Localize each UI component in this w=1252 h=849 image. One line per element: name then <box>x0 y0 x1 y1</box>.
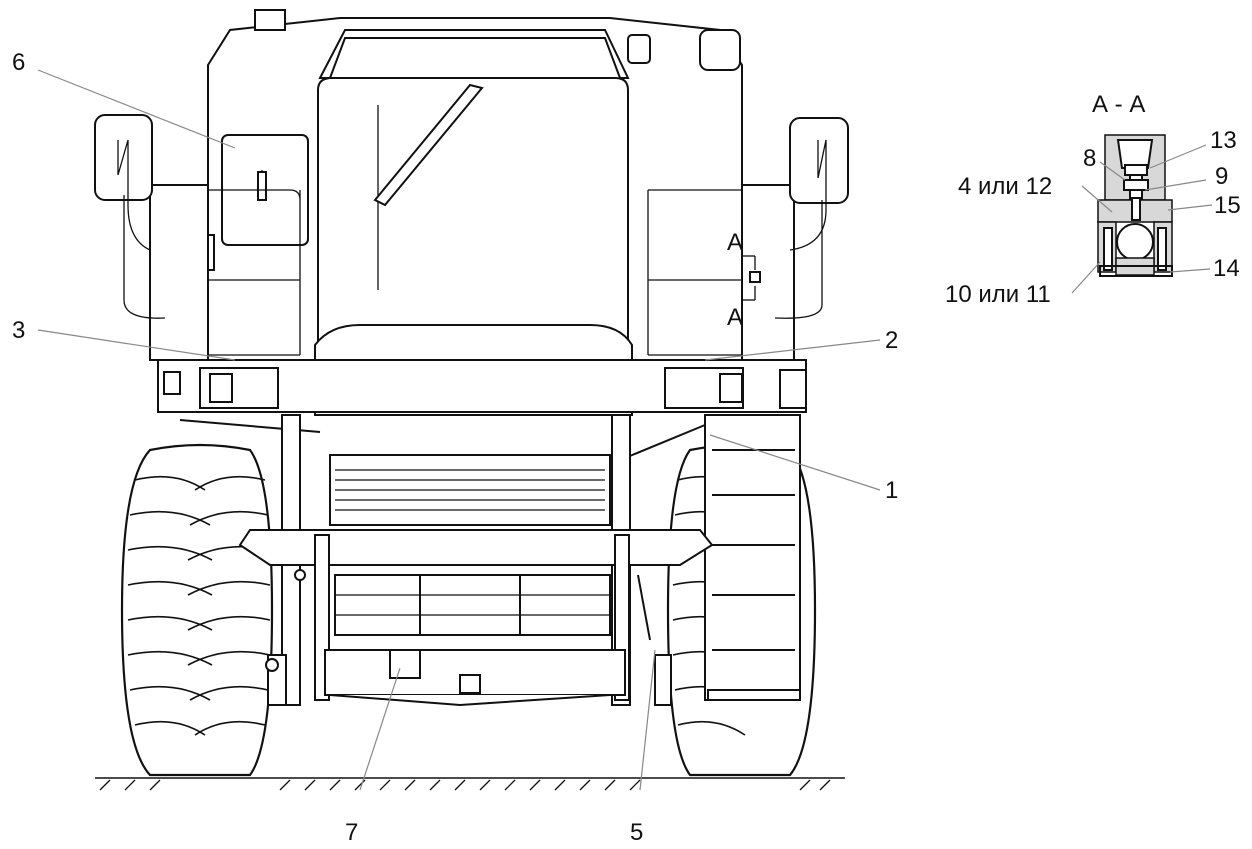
cut-mark-lower: А <box>727 304 743 331</box>
section-a-a-detail: А - А 8 13 9 4 или 12 15 10 или 11 14 <box>945 91 1241 308</box>
combine-body <box>149 9 807 416</box>
callout-6: 6 <box>12 49 25 76</box>
callout-1: 1 <box>885 477 898 504</box>
section-callout-10-or-11: 10 или 11 <box>945 281 1051 308</box>
ground-line <box>95 777 845 791</box>
section-callout-9: 9 <box>1215 163 1228 190</box>
left-wheel <box>120 443 274 777</box>
section-title: А - А <box>1092 91 1145 118</box>
left-mirror <box>94 114 166 319</box>
section-callout-4-or-12: 4 или 12 <box>958 173 1052 200</box>
section-cut-marks: А А <box>727 229 761 331</box>
section-callout-13: 13 <box>1210 127 1237 154</box>
section-callout-8: 8 <box>1083 145 1096 172</box>
right-mirror <box>774 117 849 319</box>
leader-lines <box>37 69 881 791</box>
callout-3: 3 <box>12 317 25 344</box>
ladder <box>704 414 801 701</box>
callout-5: 5 <box>630 819 643 846</box>
cut-mark-upper: А <box>727 229 743 256</box>
callout-7: 7 <box>345 819 358 846</box>
section-callout-15: 15 <box>1214 192 1241 219</box>
feeder-assembly <box>179 414 714 707</box>
callout-2: 2 <box>885 327 898 354</box>
section-callout-14: 14 <box>1213 255 1240 282</box>
